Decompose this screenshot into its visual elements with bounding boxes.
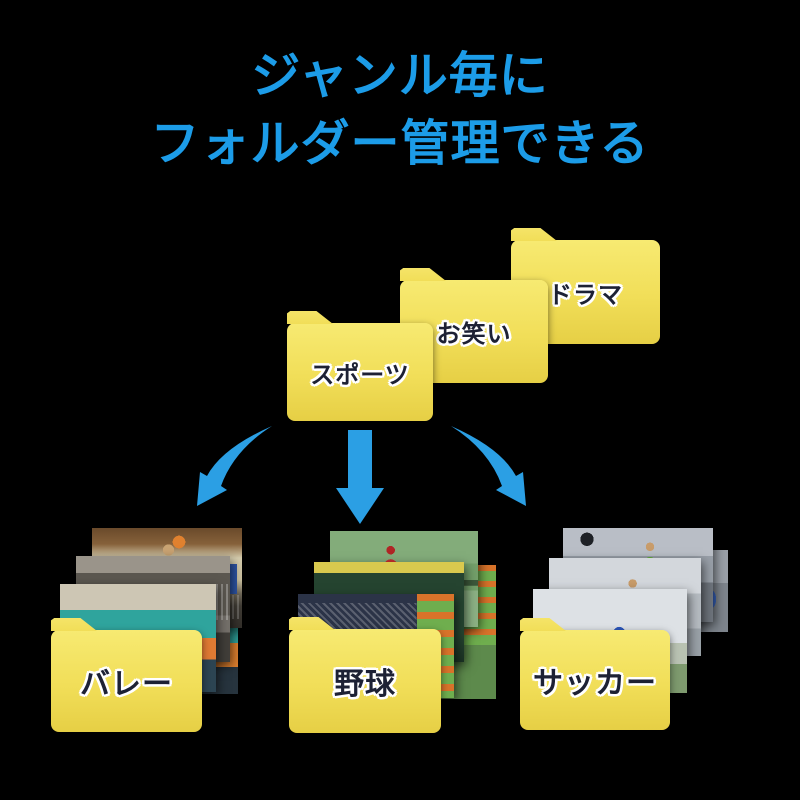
category-folder-volleyball: バレー: [51, 630, 202, 732]
genre-folder-sports-label: スポーツ: [310, 360, 410, 389]
genre-folder-drama-label: ドラマ: [548, 280, 623, 309]
category-folder-volleyball-label: バレー: [80, 667, 173, 702]
title-line-2: フォルダー管理できる: [150, 115, 650, 172]
category-folder-soccer-label: サッカー: [533, 666, 657, 701]
curved-arrow-down-right-icon: [451, 426, 526, 506]
curved-arrow-down-left-icon: [197, 426, 272, 506]
title-line-1: ジャンル毎に: [251, 47, 549, 104]
genre-folder-sports: スポーツ: [287, 323, 433, 421]
genre-folder-comedy-label: お笑い: [436, 320, 512, 348]
category-folder-baseball: 野球: [289, 629, 441, 733]
category-folder-baseball-label: 野球: [334, 667, 396, 702]
straight-arrow-down-icon: [336, 430, 384, 524]
category-folder-soccer: サッカー: [520, 630, 670, 730]
page-title: ジャンル毎に フォルダー管理できる: [0, 42, 800, 178]
